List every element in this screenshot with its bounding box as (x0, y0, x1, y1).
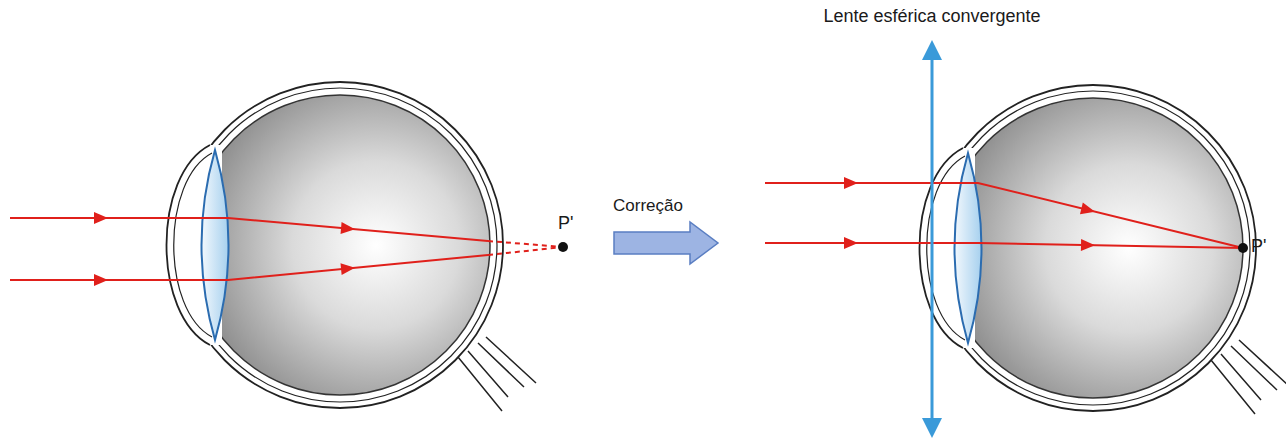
converging-lens-symbol (922, 40, 942, 438)
lens-caption: Lente esférica convergente (823, 6, 1040, 28)
eye (167, 82, 537, 411)
step-label: Correção (613, 196, 683, 216)
ray-arrowheads (94, 212, 356, 286)
block-arrow (614, 222, 718, 264)
ray-arrowheads (844, 177, 1096, 251)
eye (920, 85, 1286, 414)
point-label: P' (558, 213, 573, 235)
focal-point (558, 242, 568, 252)
point-label: P' (1251, 236, 1266, 258)
light-rays (10, 218, 563, 280)
light-rays (765, 183, 1243, 248)
focal-point (1238, 243, 1248, 253)
